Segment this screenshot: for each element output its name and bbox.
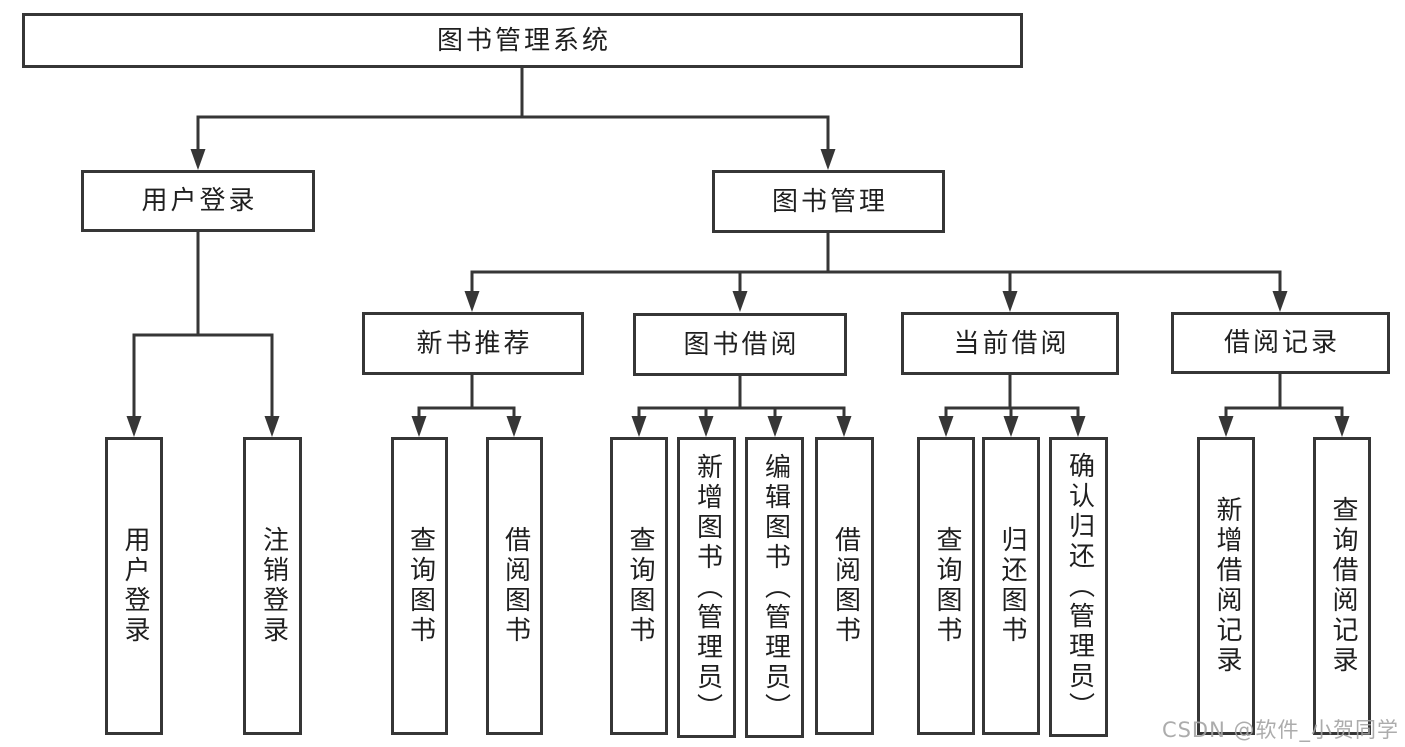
node-user-login: 用户登录 [81, 170, 315, 232]
node-borrowing-records: 借阅记录 [1171, 312, 1390, 374]
leaf-query-borrow-record: 查询借阅记录 [1313, 437, 1371, 735]
node-label: 新书推荐 [416, 328, 533, 359]
node-book-management: 图书管理 [712, 170, 945, 233]
leaf-logout: 注销登录 [243, 437, 302, 735]
node-label: 归还图书 [996, 526, 1027, 646]
leaf-borrow-books: 借阅图书 [815, 437, 874, 735]
node-label: 图书管理系统 [436, 25, 611, 56]
node-label: 当前借阅 [953, 328, 1070, 359]
node-current-borrowing: 当前借阅 [901, 312, 1119, 375]
leaf-query-books-current: 查询图书 [917, 437, 975, 735]
csdn-watermark: CSDN @软件_小贺同学 [1161, 718, 1399, 742]
leaf-return-books: 归还图书 [982, 437, 1040, 735]
node-label: 新增图书（管理员） [692, 452, 723, 723]
connector-current-borrowing-to-children [938, 375, 1086, 437]
node-label: 借阅图书 [500, 526, 531, 646]
node-label: 查询图书 [931, 526, 962, 646]
connector-borrow-records-to-children [1218, 374, 1350, 437]
leaf-edit-books-admin: 编辑图书（管理员） [745, 437, 804, 738]
leaf-query-books-borrowing: 查询图书 [610, 437, 668, 735]
node-label: 编辑图书（管理员） [760, 452, 791, 723]
node-label: 查询借阅记录 [1327, 496, 1358, 676]
leaf-borrow-books-recommend: 借阅图书 [486, 437, 543, 735]
node-label: 注销登录 [258, 526, 289, 646]
leaf-confirm-return-admin: 确认归还（管理员） [1049, 437, 1108, 737]
connector-book-borrowing-to-children [631, 376, 852, 437]
leaf-query-books-recommend: 查询图书 [391, 437, 448, 735]
node-library-management-system: 图书管理系统 [22, 13, 1023, 68]
leaf-user-login: 用户登录 [105, 437, 163, 735]
connector-root-to-level2 [190, 68, 836, 170]
node-label: 新增借阅记录 [1211, 496, 1242, 676]
connector-book-management-to-level3 [464, 233, 1288, 312]
leaf-add-borrow-record: 新增借阅记录 [1197, 437, 1255, 735]
leaf-add-books-admin: 新增图书（管理员） [677, 437, 736, 738]
node-label: 查询图书 [624, 526, 655, 646]
connector-user-login-to-children [126, 232, 280, 437]
node-label: 查询图书 [405, 526, 436, 646]
node-label: 图书管理 [771, 186, 888, 217]
node-label: 借阅图书 [830, 526, 861, 646]
node-new-book-recommendation: 新书推荐 [362, 312, 584, 375]
node-label: 用户登录 [119, 526, 150, 646]
node-book-borrowing: 图书借阅 [633, 313, 847, 376]
node-label: 借阅记录 [1223, 328, 1340, 358]
node-label: 确认归还（管理员） [1064, 452, 1095, 722]
connector-new-book-to-children [411, 375, 522, 437]
node-label: 用户登录 [141, 186, 258, 216]
node-label: 图书借阅 [683, 329, 800, 360]
